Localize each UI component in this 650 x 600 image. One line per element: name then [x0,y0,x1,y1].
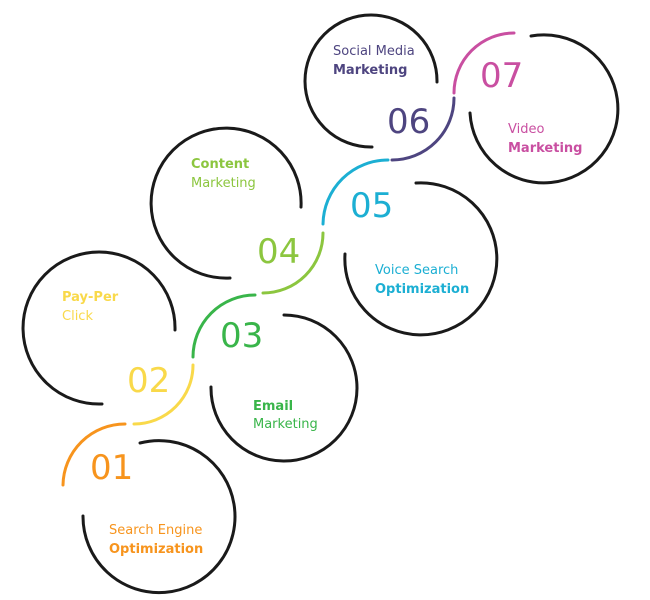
circle-step-06 [303,13,439,149]
step-number-01: 01 [90,448,133,488]
connector-arc-06 [390,96,456,162]
step-05-label-line1: Voice Search [375,263,458,278]
step-07-label-line1: Video [508,122,544,137]
step-number-06: 06 [387,102,430,142]
step-number-04: 04 [257,232,300,272]
step-03-label-line2: Marketing [253,417,318,432]
circle-step-07 [468,33,620,185]
step-06-label-line2: Marketing [333,63,407,78]
circle-step-04 [149,126,303,280]
circle-step-02 [21,250,177,406]
step-02-label-line1: Pay-Per [62,290,119,305]
circle-step-05 [343,181,499,337]
connector-arc-03 [191,293,257,359]
step-07-label-line2: Marketing [508,141,582,156]
connector-arc-02 [132,363,195,426]
step-05-label-line2: Optimization [375,282,469,297]
step-number-05: 05 [350,186,393,226]
circle-step-01 [81,439,237,595]
step-number-02: 02 [127,361,170,401]
step-04-label-line2: Marketing [191,176,256,191]
step-04-label-line1: Content [191,157,249,172]
connector-arc-01 [61,422,127,487]
connector-arc-07 [452,31,516,95]
step-01-label-line2: Optimization [109,542,203,557]
step-number-07: 07 [480,56,523,96]
circle-step-03 [209,313,359,463]
connector-arc-05 [321,158,390,226]
connector-arc-04 [261,231,325,295]
step-01-label-line1: Search Engine [109,523,202,538]
step-02-label-line2: Click [62,309,93,324]
step-06-label-line1: Social Media [333,44,415,59]
step-03-label-line1: Email [253,399,293,414]
step-number-03: 03 [220,316,263,356]
